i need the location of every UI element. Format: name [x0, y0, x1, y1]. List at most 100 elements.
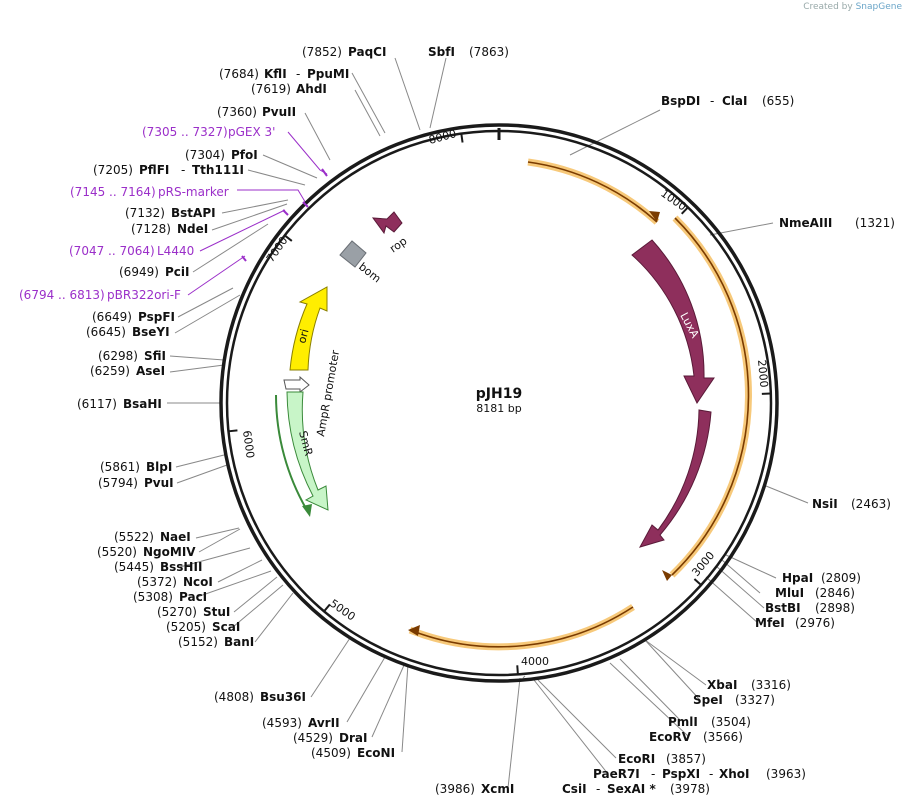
site-blpi[interactable]: (5861)BlpI — [100, 460, 172, 474]
orf-arc-1-arrowhead — [649, 211, 660, 222]
site-paqci[interactable]: (7852)PaqCI — [302, 45, 386, 59]
site-bseyi-pos: (6645) — [86, 325, 126, 339]
svg-text:(5372)NcoI: (5372)NcoI — [137, 575, 213, 589]
site-pvui-name: PvuI — [144, 476, 174, 490]
site-pflfi-tth111i[interactable]: (7205)PflFI-Tth111I — [93, 163, 244, 177]
site-bseyi[interactable]: (6645)BseYI — [86, 325, 170, 339]
site-ncoi[interactable]: (5372)NcoI — [137, 575, 213, 589]
svg-text:(7205)PflFI-Tth111I: (7205)PflFI-Tth111I — [93, 163, 244, 177]
site-pcii-name: PciI — [165, 265, 190, 279]
site-pmli[interactable]: PmlI(3504) — [668, 715, 751, 729]
svg-text:(6649)PspFI: (6649)PspFI — [92, 310, 175, 324]
site-bsahi[interactable]: (6117)BsaHI — [77, 397, 162, 411]
primer-prs-marker[interactable]: (7145 .. 7164) pRS-marker — [70, 185, 229, 199]
site-xbai[interactable]: XbaI(3316) — [707, 678, 791, 692]
site-paci[interactable]: (5308) PacI — [133, 590, 207, 604]
site-hpai-name: HpaI — [782, 571, 813, 585]
tick-label-4000: 4000 — [521, 655, 549, 668]
tick-mark — [460, 133, 464, 143]
primer-l4440[interactable]: (7047 .. 7064) L4440 — [69, 244, 194, 258]
site-pvuii[interactable]: (7360)PvuII — [217, 105, 296, 119]
site-ecori-pos: (3857) — [666, 752, 706, 766]
tick-mark — [323, 603, 331, 612]
tick-label-5000: 5000 — [327, 597, 357, 624]
site-paci-name: PacI — [179, 590, 207, 604]
tick-mark — [228, 429, 238, 433]
site-asei[interactable]: (6259)AseI — [90, 364, 165, 378]
primer-pbr322ori-f[interactable]: (6794 .. 6813) pBR322ori-F — [19, 288, 181, 302]
site-blpi-pos: (5861) — [100, 460, 140, 474]
site-nsii-pos: (2463) — [851, 497, 891, 511]
site-bsshii[interactable]: (5445)BssHII — [114, 560, 202, 574]
feature-luxa[interactable]: LuxA — [631, 239, 715, 404]
site-xcmi[interactable]: (3986)XcmI — [435, 782, 514, 796]
site-pspfi[interactable]: (6649)PspFI — [92, 310, 175, 324]
site-ecorv[interactable]: EcoRV(3566) — [649, 730, 743, 744]
site-ahdi[interactable]: (7619)AhdI — [251, 82, 327, 96]
site-bani[interactable]: (5152)BanI — [178, 635, 254, 649]
feature-smr[interactable]: SmR — [286, 391, 329, 511]
primer-pgex3-name: pGEX 3' — [228, 125, 275, 139]
site-bsu36i[interactable]: (4808)Bsu36I — [214, 690, 306, 704]
site-csii-sexai[interactable]: CsiI-SexAI *(3978) — [562, 782, 710, 796]
feature-ori[interactable]: ori — [289, 286, 328, 371]
site-stui[interactable]: (5270)StuI — [157, 605, 230, 619]
site-econi-name: EcoNI — [357, 746, 395, 760]
feature-luxb[interactable]: LuxB — [638, 409, 712, 548]
site-bstapi-name: BstAPI — [171, 206, 216, 220]
site-ecorv-pos: (3566) — [703, 730, 743, 744]
site-nmeaiii[interactable]: NmeAIII(1321) — [779, 216, 895, 230]
svg-text:CsiI-SexAI *(3978): CsiI-SexAI *(3978) — [562, 782, 710, 796]
site-mlui[interactable]: MluI(2846) — [775, 586, 855, 600]
site-paqci-name: PaqCI — [348, 45, 386, 59]
site-ncoi-name: NcoI — [183, 575, 213, 589]
site-bstapi[interactable]: (7132)BstAPI — [125, 206, 216, 220]
site-paer7i-pspxi-xhoi[interactable]: PaeR7I-PspXI-XhoI(3963) — [593, 767, 806, 781]
site-ndei-pos: (7128) — [131, 222, 171, 236]
feature-bom[interactable]: bom — [339, 240, 383, 285]
svg-text:(4509)EcoNI: (4509)EcoNI — [311, 746, 395, 760]
site-pvui[interactable]: (5794)PvuI — [98, 476, 174, 490]
tick-mark — [680, 206, 689, 215]
site-ecori[interactable]: EcoRI(3857) — [618, 752, 706, 766]
site-bsu36i-pos: (4808) — [214, 690, 254, 704]
svg-text:(5522)NaeI: (5522)NaeI — [114, 530, 191, 544]
site-pcii[interactable]: (6949)PciI — [119, 265, 190, 279]
site-nsii[interactable]: NsiI(2463) — [812, 497, 891, 511]
site-sbfi[interactable]: SbfI(7863) — [428, 45, 509, 59]
site-ahdi-name: AhdI — [296, 82, 327, 96]
site-bstbi[interactable]: BstBI(2898) — [765, 601, 855, 615]
plasmid-name: pJH19 — [476, 386, 522, 402]
site-econi[interactable]: (4509)EcoNI — [311, 746, 395, 760]
site-hpai[interactable]: HpaI(2809) — [782, 571, 861, 585]
site-spei[interactable]: SpeI(3327) — [693, 693, 775, 707]
site-sbfi-pos: (7863) — [469, 45, 509, 59]
site-pfoi[interactable]: (7304)PfoI — [185, 148, 258, 162]
svg-text:XbaI(3316): XbaI(3316) — [707, 678, 791, 692]
svg-text:(5270)StuI: (5270)StuI — [157, 605, 230, 619]
site-ngomiv[interactable]: (5520)NgoMIV — [97, 545, 196, 559]
site-naei[interactable]: (5522)NaeI — [114, 530, 191, 544]
tick-mark — [516, 665, 519, 675]
site-xhoi-name: XhoI — [719, 767, 750, 781]
site-sfii[interactable]: (6298)SfiI — [98, 349, 166, 363]
site-scai-pos: (5205) — [166, 620, 206, 634]
primer-pgex3[interactable]: (7305 .. 7327) pGEX 3' — [142, 125, 275, 139]
orf-arc-1-glow — [527, 158, 660, 225]
site-scai[interactable]: (5205)ScaI — [166, 620, 240, 634]
feature-ori-label: ori — [295, 328, 311, 345]
svg-text:MluI(2846): MluI(2846) — [775, 586, 855, 600]
site-drai-pos: (4529) — [293, 731, 333, 745]
site-kfli-ppumi[interactable]: (7684)KflI-PpuMI — [219, 67, 349, 81]
site-drai[interactable]: (4529)DraI — [293, 731, 367, 745]
feature-rop[interactable]: rop — [371, 211, 409, 255]
site-paci-pos: (5308) — [133, 590, 173, 604]
svg-text:BspDI-ClaI(655): BspDI-ClaI(655) — [661, 94, 794, 108]
site-pvuii-name: PvuII — [262, 105, 296, 119]
site-ndei[interactable]: (7128)NdeI — [131, 222, 208, 236]
svg-text:(7619)AhdI: (7619)AhdI — [251, 82, 327, 96]
site-avrii[interactable]: (4593)AvrII — [262, 716, 340, 730]
site-bspdi-clai[interactable]: BspDI-ClaI(655) — [661, 94, 794, 108]
credit-prefix: Created by — [803, 2, 853, 12]
site-mfei[interactable]: MfeI(2976) — [755, 616, 835, 630]
